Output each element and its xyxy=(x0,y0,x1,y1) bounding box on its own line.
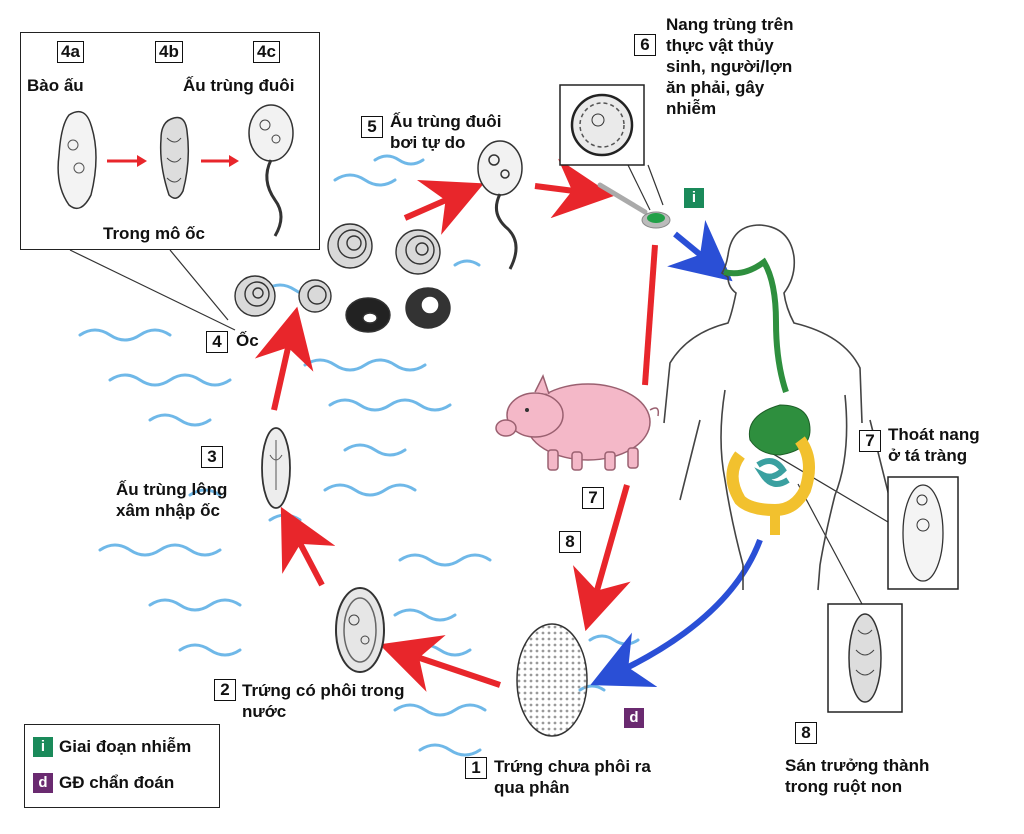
legend-infective: i Giai đoạn nhiễm xyxy=(33,735,191,757)
red-arrows xyxy=(254,158,631,692)
step-4-label: Ốc xyxy=(236,331,259,350)
stage-4a-label: Bào ấu xyxy=(27,76,84,95)
step-8-label: Sán trưởng thành trong ruột non xyxy=(785,756,930,796)
step-2-number: 2 xyxy=(214,679,236,701)
embryonated-egg-icon xyxy=(335,587,385,673)
pig-step-7-number: 7 xyxy=(582,487,604,509)
adult-fluke-icon xyxy=(827,603,903,713)
inset-pointer-lines xyxy=(69,164,889,605)
miracidium-icon xyxy=(261,427,291,509)
step-5-label: Ấu trùng đuôi bơi tự do xyxy=(390,112,502,152)
label-4c: 4c xyxy=(253,41,280,63)
spoon-icon xyxy=(597,182,671,229)
legend-diagnostic-label: GĐ chẩn đoán xyxy=(59,773,175,793)
legend: i Giai đoạn nhiễm d GĐ chẩn đoán xyxy=(24,724,220,808)
step-3-number: 3 xyxy=(201,446,223,468)
legend-infective-swatch: i xyxy=(33,736,53,757)
label-4b: 4b xyxy=(155,41,183,63)
inset-artwork xyxy=(57,104,294,237)
label-4a: 4a xyxy=(57,41,84,63)
step-6-number: 6 xyxy=(634,34,656,56)
step-4-number: 4 xyxy=(206,331,228,353)
pig-icon xyxy=(495,374,660,471)
step-2-label: Trứng có phôi trong nước xyxy=(242,681,405,721)
step-1-number: 1 xyxy=(465,757,487,779)
snail-icon xyxy=(234,223,451,333)
diagnostic-stage-tag: d xyxy=(624,708,644,728)
blue-arrows xyxy=(590,219,763,687)
stage-4c-label: Ấu trùng đuôi xyxy=(183,76,295,95)
step-5-number: 5 xyxy=(361,116,383,138)
cercaria-tail-icon xyxy=(248,104,294,237)
inset-caption: Trong mô ốc xyxy=(103,224,205,243)
digestive-tract xyxy=(723,257,815,535)
red-line-spoon-to-pig xyxy=(642,244,658,386)
step-7-label: Thoát nang ở tá tràng xyxy=(888,425,980,465)
redia-icon xyxy=(159,116,190,199)
sporocyst-icon xyxy=(57,110,97,210)
legend-diagnostic: d GĐ chẩn đoán xyxy=(33,771,174,793)
snail-tissue-inset: 4a 4b 4c Bào ấu Ấu trùng đuôi Trong mô ố… xyxy=(20,32,320,250)
cercaria-icon xyxy=(477,140,523,270)
legend-infective-label: Giai đoạn nhiễm xyxy=(59,737,192,757)
step-8-number: 8 xyxy=(795,722,817,744)
excysted-metacercaria-icon xyxy=(887,476,959,590)
metacercaria-icon xyxy=(559,84,645,166)
step-7-number: 7 xyxy=(859,430,881,452)
step-1-label: Trứng chưa phôi ra qua phân xyxy=(494,757,651,797)
legend-diagnostic-swatch: d xyxy=(33,772,53,793)
step-6-label: Nang trùng trên thực vật thủy sinh, ngườ… xyxy=(666,15,794,118)
egg-icon xyxy=(516,623,588,737)
pig-step-8-number: 8 xyxy=(559,531,581,553)
step-3-label: Ấu trùng lông xâm nhập ốc xyxy=(116,480,228,520)
infective-stage-tag: i xyxy=(684,188,704,208)
